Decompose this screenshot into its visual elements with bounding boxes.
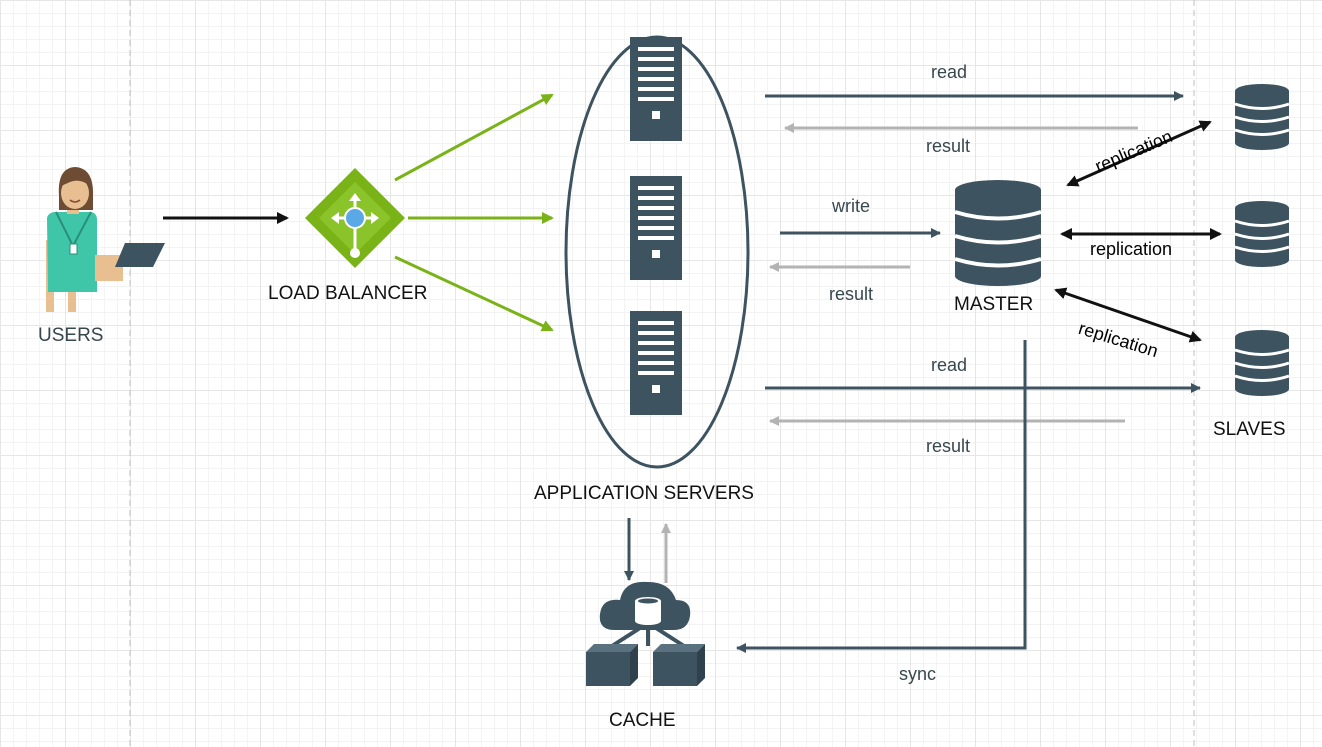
master-label: MASTER [954,294,1034,315]
server-icon [630,37,682,141]
edge-label-result-top: result [926,136,971,156]
users-label: USERS [38,325,104,346]
edge-label-read-bottom: read [931,355,968,375]
load-balancer-icon [305,168,405,268]
edge-replication-3 [1054,287,1202,343]
edge-label-replication-2: replication [1090,239,1173,259]
cache-label: CACHE [609,710,676,731]
edge-lb-server-1 [394,93,554,182]
slaves-label: SLAVES [1213,419,1286,440]
cube-icon [586,644,638,686]
server-icon [630,311,682,415]
edge-label-write: write [832,196,871,216]
edge-replication-1 [1066,120,1212,187]
load-balancer-label: LOAD BALANCER [268,283,428,304]
edge-sync [736,340,1027,653]
edge-label-read-top: read [931,62,968,82]
database-icon [1233,328,1291,398]
edge-lb-server-3 [394,255,554,332]
edge-label-result-bottom: result [926,436,971,456]
edge-label-sync: sync [899,664,937,684]
database-icon [1233,82,1291,152]
database-icon [954,180,1042,286]
cube-icon [653,644,705,686]
database-icon [1233,199,1291,269]
edge-label-result-mid: result [829,284,874,304]
person-icon [46,167,123,312]
cloud-database-icon [599,581,691,648]
app-servers-label: APPLICATION SERVERS [534,483,754,504]
laptop-icon [115,243,165,267]
server-icon [630,176,682,280]
